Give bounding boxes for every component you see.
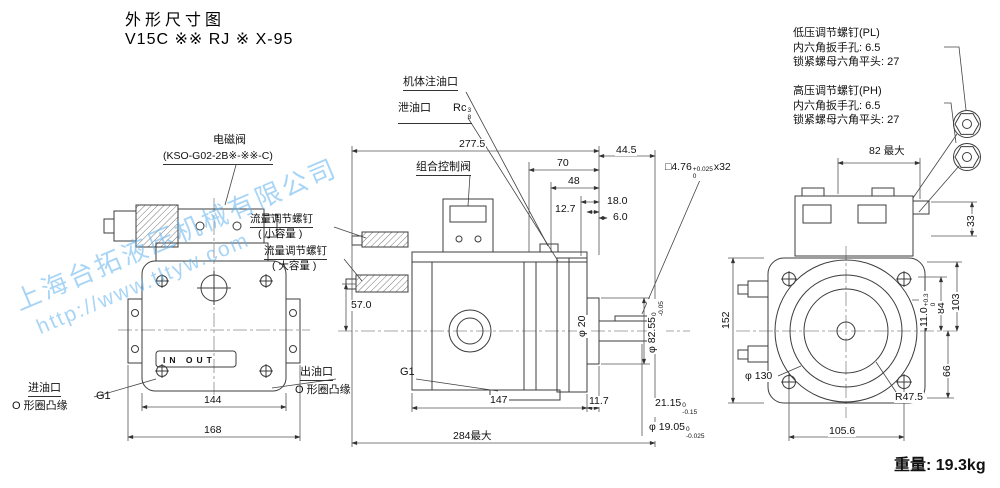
dim-6-0: 6.0 [612, 211, 629, 223]
front-view [103, 204, 301, 392]
dim-70: 70 [556, 157, 570, 169]
flow-screw-large-label: 流量调节螺钉 [264, 245, 327, 260]
dim-11-0-main: 11.0 [918, 307, 930, 327]
dim-48: 48 [567, 175, 581, 187]
drain-thread-denominator: 8 [467, 113, 472, 121]
small-capacity-label: ( 小容量 ) [258, 228, 303, 240]
solenoid-model-label: (KSO-G02-2B※-※※-C) [163, 150, 273, 165]
dim-144: 144 [203, 394, 223, 406]
dim-phi82-55-main: φ 82.55 [646, 316, 658, 353]
outlet-flange-label: O 形圈凸缘 [295, 384, 351, 396]
solenoid-valve-label: 电磁阀 [213, 134, 246, 146]
dim-33: 33 [965, 214, 977, 228]
outlet-port-label: 出油口 [300, 366, 333, 381]
flow-screw-small-label: 流量调节螺钉 [250, 213, 313, 228]
dim-phi19-05-tol-upper: 0 [686, 426, 690, 433]
combo-valve-label: 组合控制阀 [416, 161, 471, 176]
in-out-marking: IN OUT [163, 355, 216, 365]
dim-phi20: φ 20 [576, 314, 588, 338]
dim-21-15-tol-upper: 0 [682, 402, 686, 409]
key-section-tol-upper: +0.025 [692, 166, 713, 173]
dim-21-15-tol-lower: -0.15 [682, 408, 698, 416]
dim-phi19-05-main: φ 19.05 [649, 421, 686, 433]
rear-view [737, 187, 930, 404]
dim-57-0: 57.0 [350, 299, 373, 311]
low-pressure-note: 低压调节螺钉(PL) 内六角扳手孔: 6.5 锁紧螺母六角平头: 27 [793, 26, 899, 70]
low-pressure-wrench-label: 内六角扳手孔: 6.5 [793, 41, 881, 54]
low-pressure-locknut-label: 锁紧螺母六角平头: 27 [793, 56, 900, 68]
dim-66: 66 [941, 364, 953, 378]
dim-11-0-tol-lower: 0 [929, 302, 937, 307]
dim-phi82-55-tol-lower: -0.05 [657, 301, 665, 316]
dim-phi19-05-tol-lower: -0.025 [686, 432, 705, 440]
dim-84: 84 [935, 301, 947, 315]
dim-phi130: φ 130 [744, 370, 774, 382]
dim-103: 103 [950, 292, 962, 312]
drain-port-text: 泄油口 [398, 102, 431, 114]
key-section-tol-lower: 0 [692, 172, 697, 180]
page-title: 外形尺寸图 [125, 12, 226, 29]
dim-18-0: 18.0 [606, 195, 629, 207]
inlet-port-label: 进油口 [28, 382, 61, 397]
weight-label: 重量: 19.3kg [894, 457, 986, 474]
key-section-suffix: x32 [713, 161, 731, 173]
model-number: V15C ※※ RJ ※ X-95 [125, 31, 294, 48]
drain-thread-text: Rc [453, 102, 467, 114]
inlet-thread-label: G1 [96, 390, 111, 402]
outlet-thread-label: G1 [400, 366, 415, 378]
dim-168: 168 [203, 424, 223, 436]
dim-21-15-main: 21.15 [655, 397, 682, 409]
dim-r47-5: R47.5 [894, 391, 925, 403]
dim-82-max: 82 最大 [868, 145, 906, 157]
low-pressure-screw-label: 低压调节螺钉(PL) [793, 27, 880, 39]
drain-thread-numerator: 3 [467, 107, 472, 114]
dim-11-7: 11.7 [588, 395, 610, 407]
dim-284-max: 284最大 [452, 430, 493, 442]
dim-105-6: 105.6 [828, 425, 857, 437]
high-pressure-locknut-label: 锁紧螺母六角平头: 27 [793, 114, 900, 126]
high-pressure-wrench-label: 内六角扳手孔: 6.5 [793, 99, 881, 112]
large-capacity-label: ( 大容量 ) [272, 260, 317, 272]
side-view [345, 198, 656, 401]
high-pressure-screw-label: 高压调节螺钉(PH) [793, 85, 882, 97]
body-oil-fill-label: 机体注油口 [403, 76, 458, 91]
dim-147: 147 [489, 394, 509, 406]
inlet-flange-label: O 形圈凸缘 [12, 400, 68, 412]
adjust-screw-nut-icons [953, 110, 981, 171]
dim-overall-width: 277.5 [458, 138, 487, 150]
dim-152: 152 [720, 310, 732, 330]
dim-12-7: 12.7 [554, 203, 577, 215]
dim-44-5: 44.5 [615, 144, 638, 156]
key-section-main: □4.76 [665, 161, 692, 173]
high-pressure-note: 高压调节螺钉(PH) 内六角扳手孔: 6.5 锁紧螺母六角平头: 27 [793, 84, 899, 128]
